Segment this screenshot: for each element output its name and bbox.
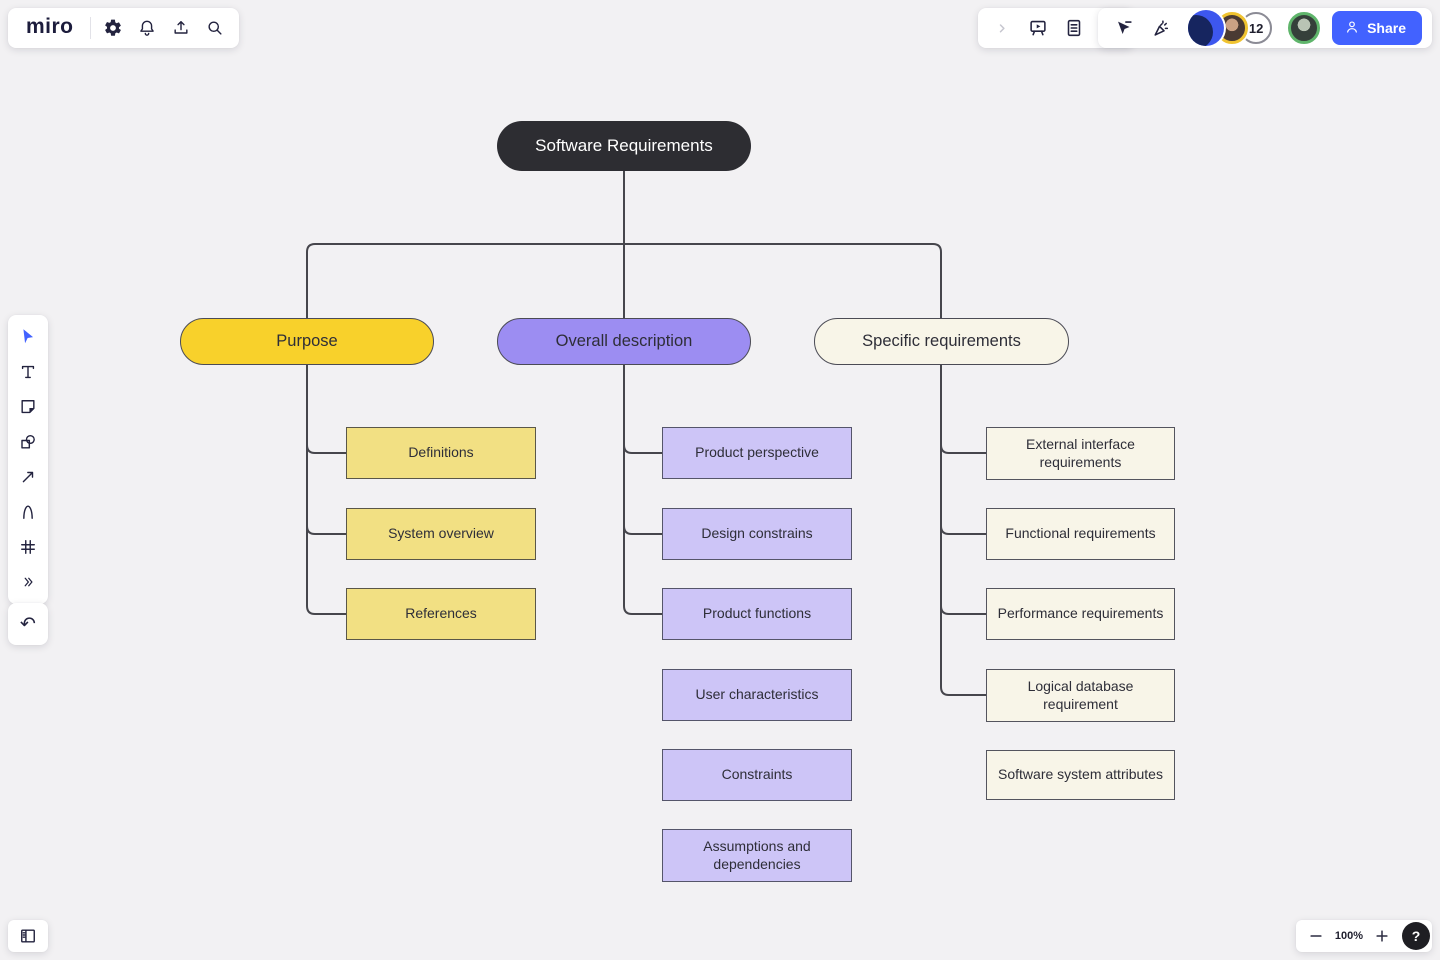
document-icon [1063, 17, 1085, 39]
share-button[interactable]: Share [1332, 11, 1422, 45]
question-mark: ? [1411, 928, 1421, 944]
child-node-performance-requirements[interactable]: Performance requirements [986, 588, 1175, 640]
collapse-panel-button[interactable] [986, 12, 1018, 44]
notifications-button[interactable] [131, 12, 163, 44]
party-cone-icon [1151, 17, 1173, 39]
branch-node-overall-description[interactable]: Overall description [497, 318, 751, 365]
mindmap-root-node[interactable]: Software Requirements [497, 121, 751, 171]
share-label: Share [1367, 20, 1406, 36]
child-node-logical-database-requirement[interactable]: Logical database requirement [986, 669, 1175, 722]
undo-toolbar: ↶ [8, 603, 48, 645]
collaborator-cursors-button[interactable] [1108, 12, 1140, 44]
plus-icon [1373, 927, 1391, 945]
child-node-references[interactable]: References [346, 588, 536, 640]
double-chevron-right-icon [19, 573, 37, 591]
collaboration-toolbar: 12 Share [1098, 8, 1432, 48]
zoom-out-button[interactable] [1302, 922, 1330, 950]
child-node-software-system-attributes[interactable]: Software system attributes [986, 750, 1175, 800]
child-node-design-constrains[interactable]: Design constrains [662, 508, 852, 560]
zoom-controls: 100% ? [1296, 920, 1432, 952]
branch-node-specific-requirements[interactable]: Specific requirements [814, 318, 1069, 365]
notes-button[interactable] [1058, 12, 1090, 44]
help-button[interactable]: ? [1402, 922, 1430, 950]
shapes-icon [18, 432, 38, 452]
frame-tool-button[interactable] [11, 530, 45, 564]
chevron-right-icon [993, 19, 1011, 37]
avatar-collaborator-1[interactable] [1188, 10, 1225, 46]
select-cursor-icon [17, 326, 39, 348]
app-toolbar: miro [8, 8, 239, 48]
text-icon [18, 362, 38, 382]
miro-logo[interactable]: miro [26, 14, 74, 38]
child-node-system-overview[interactable]: System overview [346, 508, 536, 560]
more-tools-button[interactable] [11, 565, 45, 599]
avatar-current-user[interactable] [1288, 12, 1321, 44]
zoom-in-button[interactable] [1368, 922, 1396, 950]
upload-icon [171, 18, 191, 38]
child-node-definitions[interactable]: Definitions [346, 427, 536, 479]
person-icon [1344, 19, 1360, 38]
presentation-icon [1027, 17, 1049, 39]
side-panel-icon [18, 926, 38, 946]
side-panel-toggle-button[interactable] [12, 920, 44, 952]
sticky-note-tool-button[interactable] [11, 390, 45, 424]
child-node-constraints[interactable]: Constraints [662, 749, 852, 801]
export-button[interactable] [165, 12, 197, 44]
text-tool-button[interactable] [11, 355, 45, 389]
minus-icon [1307, 927, 1325, 945]
child-node-functional-requirements[interactable]: Functional requirements [986, 508, 1175, 560]
branch-node-purpose[interactable]: Purpose [180, 318, 434, 365]
undo-button[interactable]: ↶ [12, 608, 44, 640]
child-node-assumptions-dependencies[interactable]: Assumptions and dependencies [662, 829, 852, 882]
creation-toolbar [8, 315, 48, 604]
search-button[interactable] [199, 12, 231, 44]
zoom-level[interactable]: 100% [1334, 930, 1364, 942]
arrow-icon [18, 467, 38, 487]
pen-tool-button[interactable] [11, 495, 45, 529]
bell-icon [137, 18, 157, 38]
child-node-user-characteristics[interactable]: User characteristics [662, 669, 852, 721]
side-panel-card [8, 920, 48, 952]
collaborator-avatars[interactable]: 12 [1188, 10, 1273, 46]
settings-button[interactable] [97, 12, 129, 44]
undo-icon: ↶ [20, 612, 36, 635]
reactions-button[interactable] [1146, 12, 1178, 44]
toolbar-divider [89, 17, 91, 39]
shapes-tool-button[interactable] [11, 425, 45, 459]
gear-icon [103, 18, 123, 38]
connector-tool-button[interactable] [11, 460, 45, 494]
child-node-product-perspective[interactable]: Product perspective [662, 427, 852, 479]
child-node-product-functions[interactable]: Product functions [662, 588, 852, 640]
sticky-note-icon [18, 397, 38, 417]
presentation-mode-button[interactable] [1022, 12, 1054, 44]
child-node-external-interface-requirements[interactable]: External interface requirements [986, 427, 1175, 480]
select-tool-button[interactable] [11, 320, 45, 354]
cursor-toggle-icon [1113, 17, 1135, 39]
frame-icon [18, 537, 38, 557]
pen-icon [18, 502, 38, 522]
search-icon [205, 18, 225, 38]
